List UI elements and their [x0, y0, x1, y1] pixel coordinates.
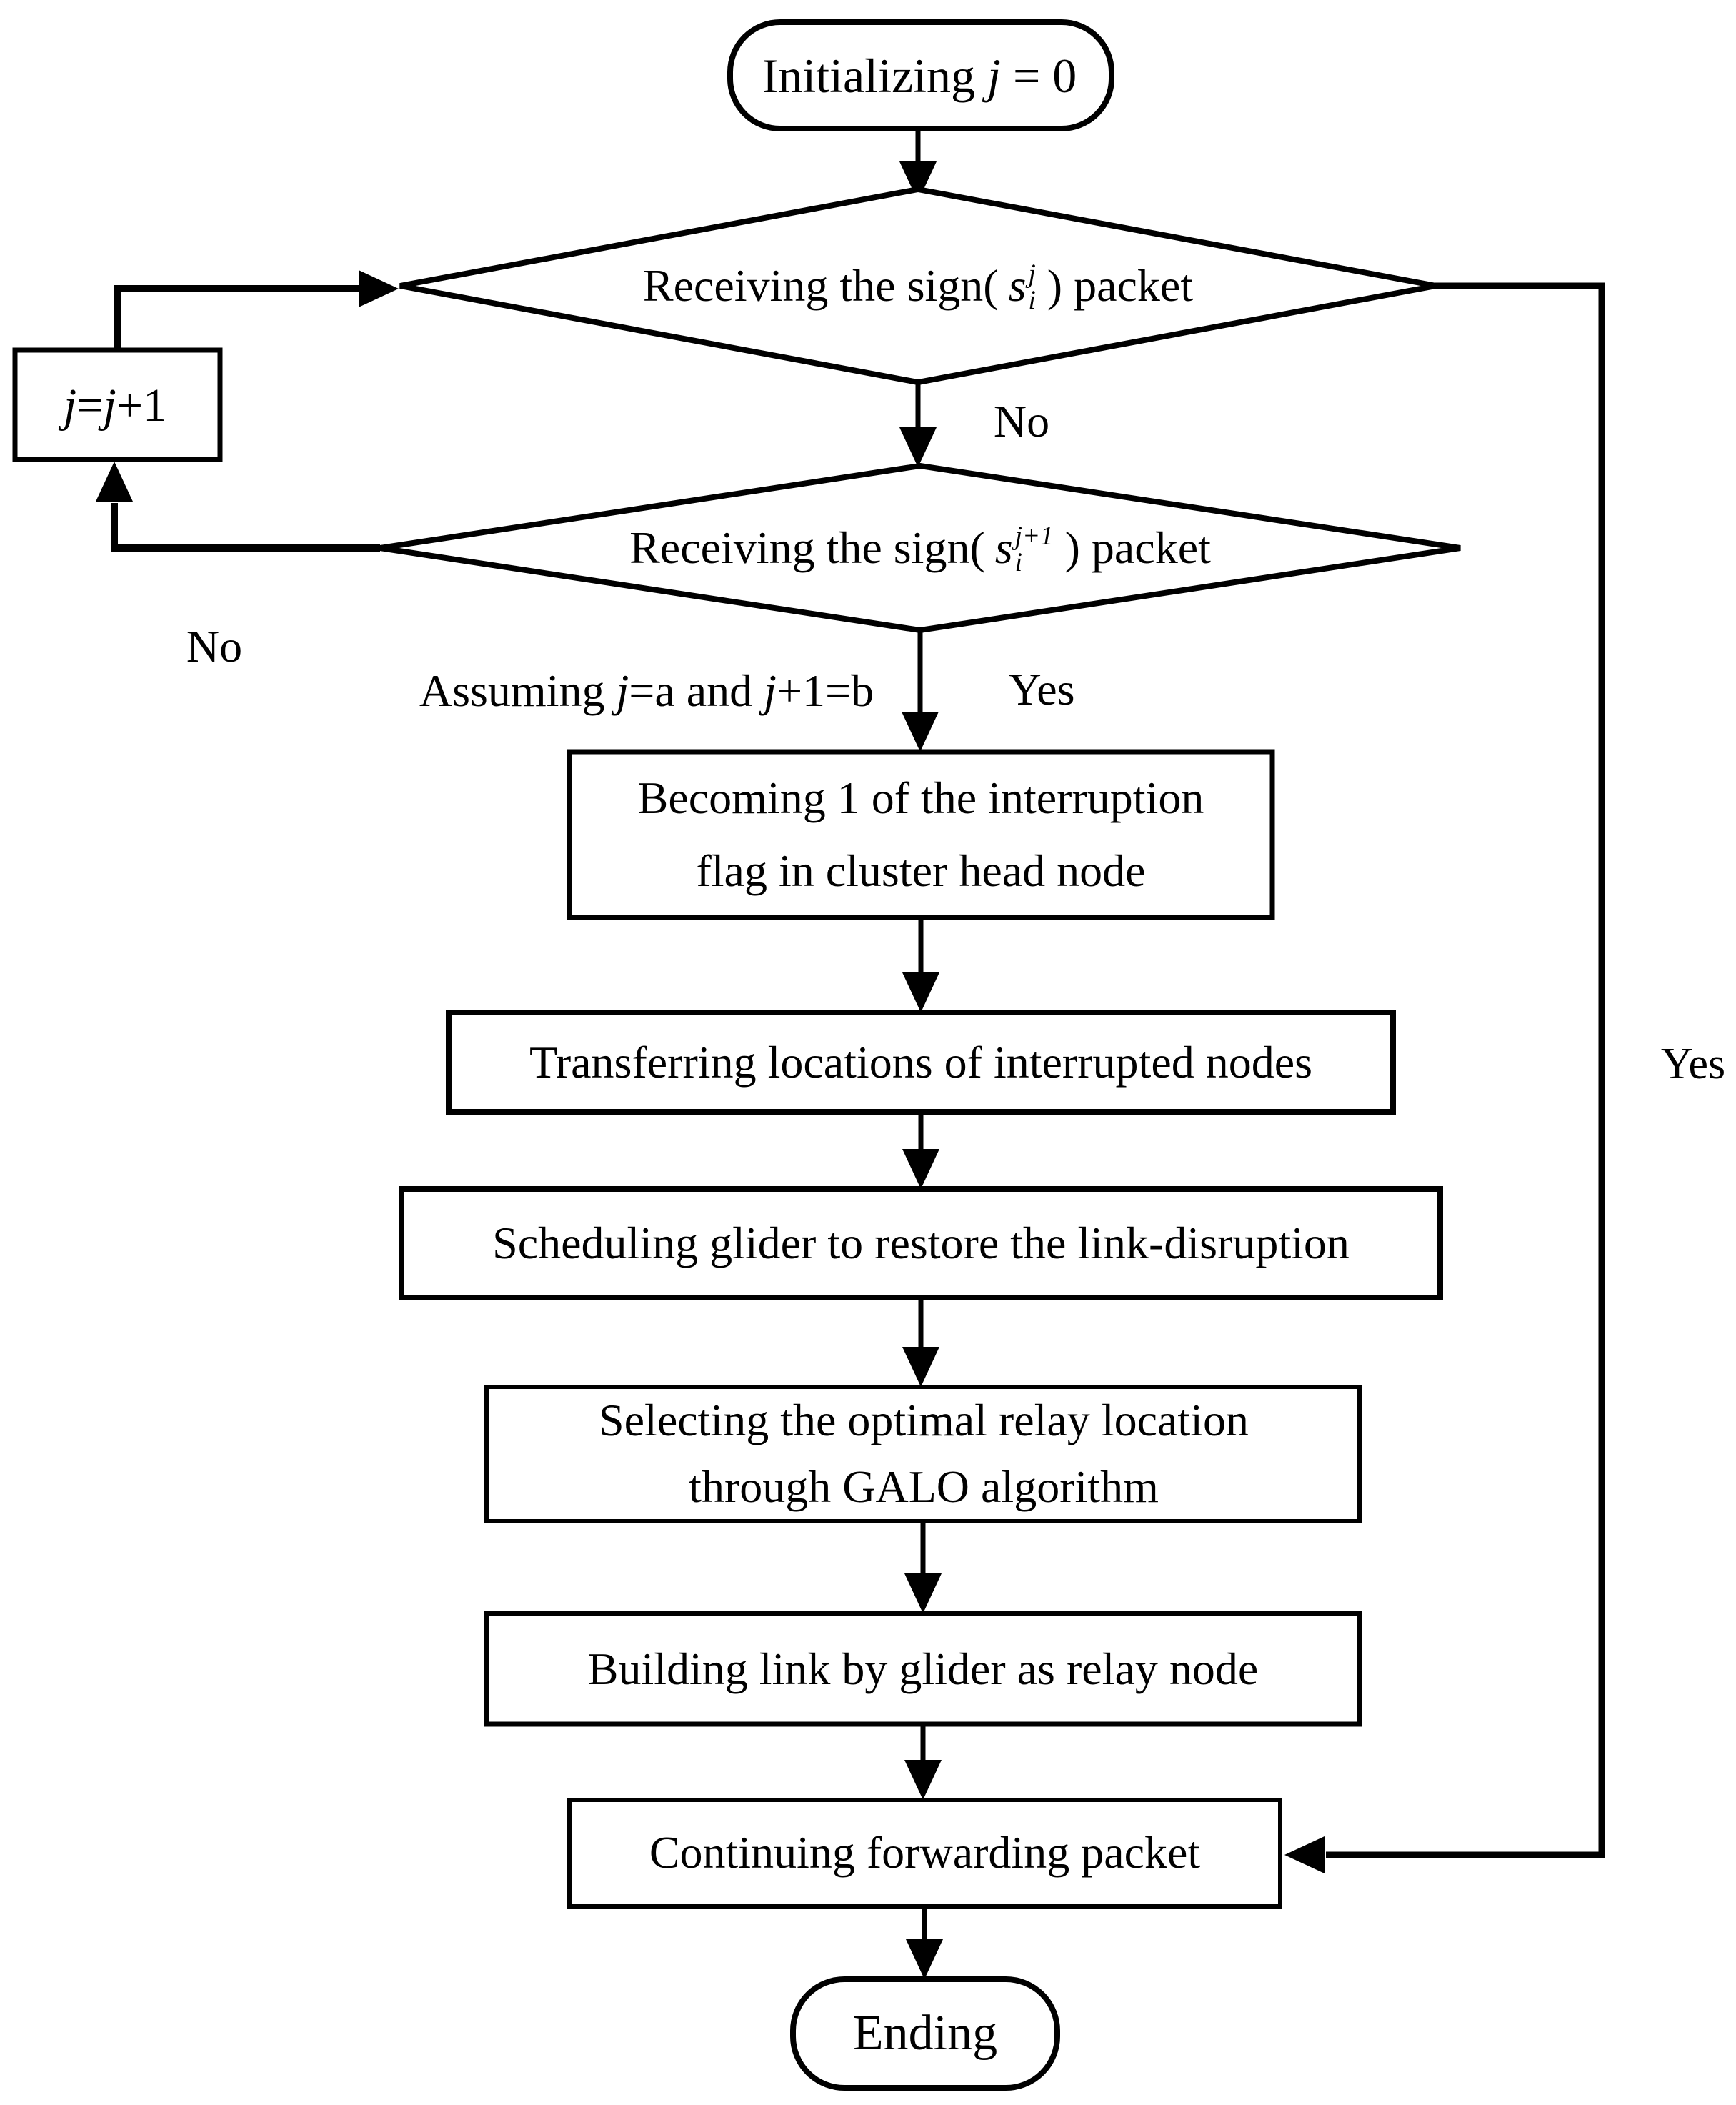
- yes-label-mid: Yes: [1008, 664, 1075, 715]
- assuming-label: Assuming j=a and j+1=b: [419, 665, 874, 716]
- loop-line-decision2-to-increment: [111, 503, 380, 552]
- arrowhead-into-increment: [96, 462, 133, 502]
- superscript-j-plus-1: j+1: [1014, 522, 1054, 552]
- arrowhead-p5-to-p6: [904, 1760, 942, 1800]
- process3-label: Scheduling glider to restore the link-di…: [492, 1218, 1350, 1268]
- arrowhead-into-decision1: [359, 270, 399, 307]
- yes-line-decision1-to-p6: [1326, 282, 1605, 1858]
- process1-box-shape: [567, 749, 1275, 920]
- superscript-j: j: [1028, 259, 1036, 289]
- arrowhead-p6-to-end: [906, 1939, 943, 1979]
- arrowhead-p1-to-p2: [902, 972, 939, 1012]
- subscript-i: i: [1014, 548, 1022, 578]
- process6-box-shape: [567, 1798, 1282, 1909]
- process3-box-shape: [399, 1186, 1443, 1300]
- process6-label: Continuing forwarding packet: [649, 1827, 1201, 1878]
- process2-box-shape: [446, 1010, 1396, 1115]
- start-label: Initializing j = 0: [762, 48, 1077, 103]
- no-label-top: No: [993, 396, 1050, 447]
- increment-box-shape: [12, 347, 223, 462]
- loop-line-increment-to-decision1: [114, 285, 360, 349]
- decision2-diamond-shape: [379, 462, 1461, 634]
- process2-label: Transferring locations of interrupted no…: [529, 1036, 1313, 1088]
- process1-label: Becoming 1 of the interruption flag in c…: [637, 772, 1204, 896]
- increment-label: j=j+1: [63, 379, 167, 432]
- process4-label: Selecting the optimal relay location thr…: [599, 1395, 1249, 1512]
- yes-label-right: Yes: [1660, 1040, 1726, 1089]
- arrowhead-into-p6: [1284, 1836, 1325, 1873]
- arrowhead-p2-to-p3: [902, 1149, 939, 1189]
- start-terminator-shape: [727, 19, 1114, 131]
- process5-box-shape: [484, 1611, 1362, 1727]
- end-terminator-shape: [790, 1976, 1060, 2091]
- subscript-i: i: [1028, 286, 1036, 316]
- arrowhead-p3-to-p4: [902, 1347, 939, 1387]
- no-label-left: No: [186, 621, 243, 672]
- end-label: Ending: [852, 2006, 998, 2061]
- decision1-diamond-shape: [399, 186, 1437, 386]
- arrowhead-decision2-to-p1: [902, 712, 939, 752]
- arrowhead-start-to-decision1: [899, 161, 937, 201]
- arrowhead-p4-to-p5: [904, 1573, 942, 1613]
- process5-label: Building link by glider as relay node: [587, 1643, 1259, 1694]
- arrowhead-decision1-to-decision2: [899, 427, 937, 467]
- process4-box-shape: [484, 1385, 1362, 1523]
